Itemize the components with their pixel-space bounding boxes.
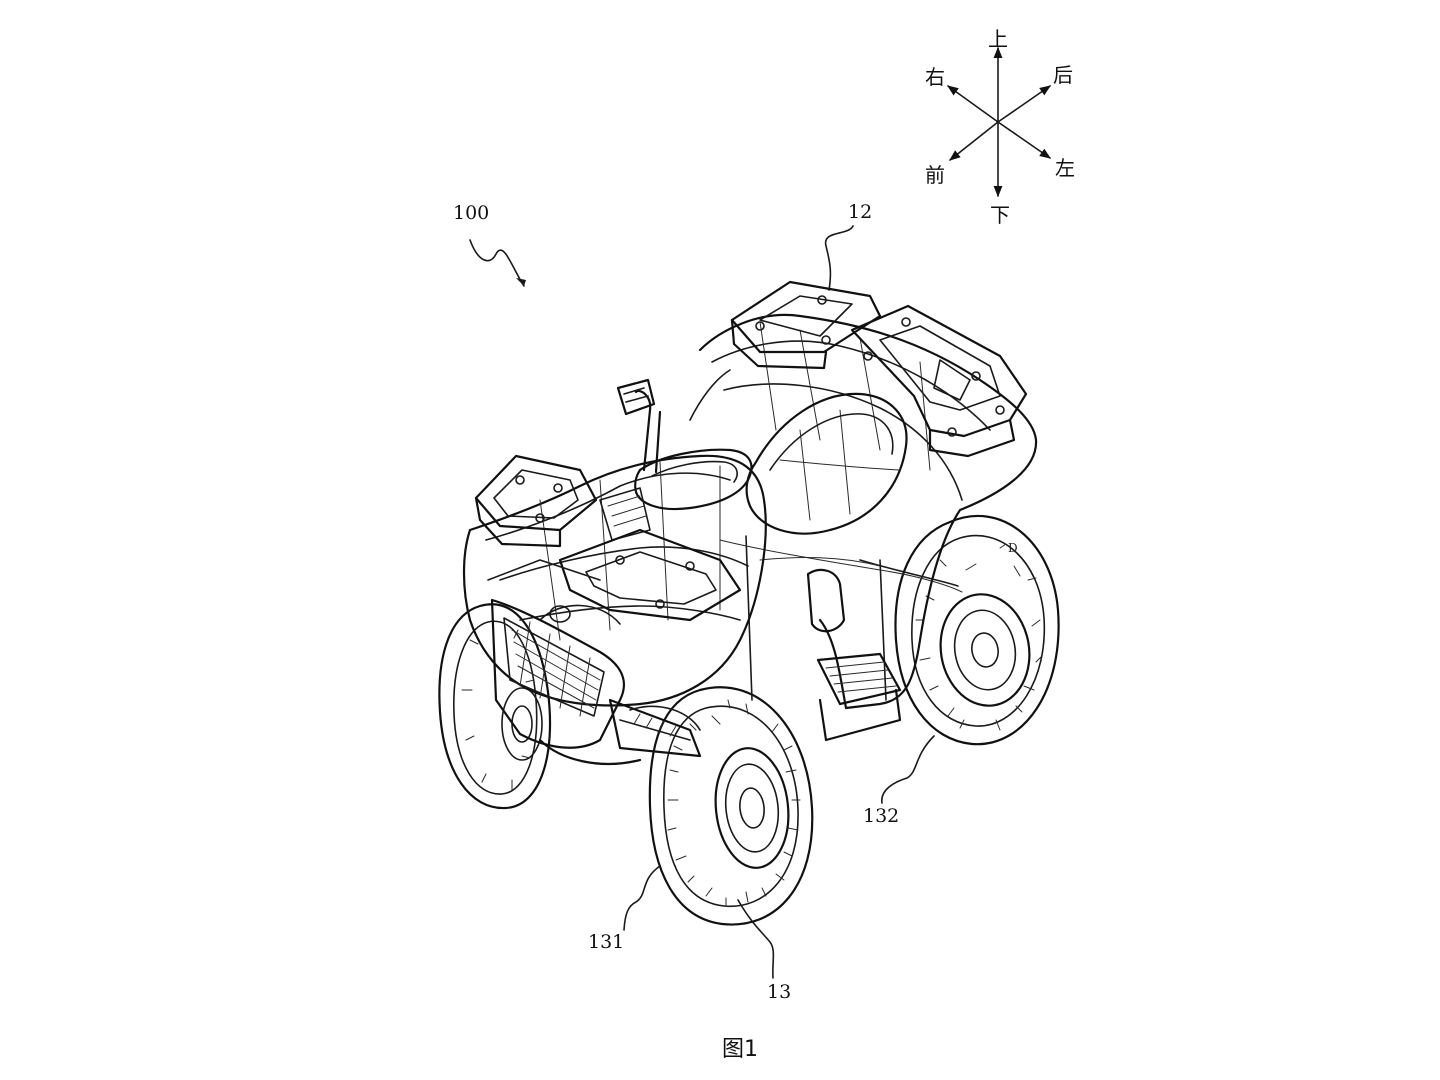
footrest (806, 568, 902, 742)
front-body (462, 378, 767, 707)
rear-rack-12 (730, 280, 1028, 458)
compass-label-down: 下 (990, 203, 1010, 227)
reference-labels: 100 12 132 131 13 (453, 201, 935, 1003)
rear-body-fender (689, 313, 1038, 710)
compass-label-left: 左 (1055, 156, 1075, 180)
leader-100 (469, 239, 525, 287)
compass-left-arrow (997, 121, 1051, 159)
compass-label-rear: 后 (1053, 63, 1073, 87)
ref-label-132: 132 (863, 805, 899, 827)
front-grille-bumper (487, 559, 702, 766)
leader-131 (623, 865, 661, 931)
leader-100-arrowhead (516, 278, 526, 286)
leader-13 (737, 899, 775, 979)
compass-rear-arrow (997, 85, 1051, 123)
ref-label-131: 131 (588, 931, 624, 953)
direction-compass: 上 下 右 后 前 左 (925, 27, 1075, 227)
figure-caption: 图1 (722, 1037, 758, 1062)
ref-label-13: 13 (767, 981, 791, 1003)
leader-132 (881, 735, 935, 804)
ref-label-12: 12 (848, 201, 872, 223)
compass-label-up: 上 (988, 27, 1008, 51)
leader-12 (825, 225, 854, 291)
compass-front-arrow (949, 121, 999, 161)
front-left-wheel (438, 603, 552, 810)
front-wheel-131 (648, 686, 814, 926)
atv-drawing: D (438, 280, 1060, 926)
compass-label-right: 右 (925, 65, 945, 89)
front-rack (474, 454, 742, 622)
rear-wheel-132: D (894, 514, 1060, 746)
svg-text:D: D (1008, 541, 1018, 555)
compass-right-arrow (947, 85, 999, 123)
compass-label-front: 前 (925, 163, 945, 187)
seat (745, 392, 908, 535)
ref-label-100: 100 (453, 202, 489, 224)
